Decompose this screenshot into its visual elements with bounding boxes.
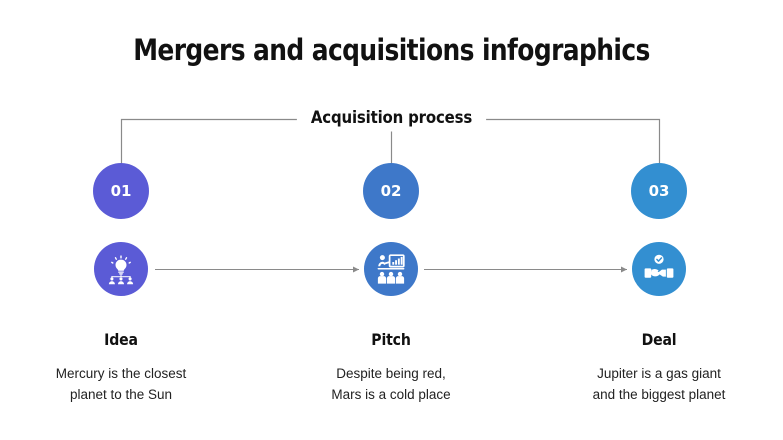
step-number-badge-2[interactable]: 02 [363,163,419,219]
step-label-1: Idea [104,330,138,349]
step-icon-badge-1[interactable] [94,242,148,296]
step-number-label-1: 01 [110,182,132,200]
step-number-label-2: 02 [380,182,402,200]
step-label-3: Deal [641,330,677,349]
presentation-chart-audience-icon [375,253,407,285]
page-title: Mergers and acquisitions infographics [133,33,650,67]
step-number-badge-3[interactable]: 03 [631,163,687,219]
lightbulb-team-icon [105,253,137,285]
step-number-label-3: 03 [648,182,670,200]
step-description-3: Jupiter is a gas giant and the biggest p… [592,366,726,402]
step-description-1: Mercury is the closest planet to the Sun [55,366,187,402]
step-icon-badge-3[interactable] [632,242,686,296]
step-icon-badge-2[interactable] [364,242,418,296]
step-description-2: Despite being red, Mars is a cold place [331,366,451,402]
handshake-check-icon [643,253,675,285]
section-subtitle-text: Acquisition process [296,108,487,128]
section-subtitle: Acquisition process [47,108,736,128]
step-column-2: 02 [261,0,521,440]
step-column-1: 01 [0,0,251,440]
step-column-3: 03 Deal Jupiter is a gas [529,0,783,440]
step-number-badge-1[interactable]: 01 [93,163,149,219]
step-label-2: Pitch [371,330,411,349]
